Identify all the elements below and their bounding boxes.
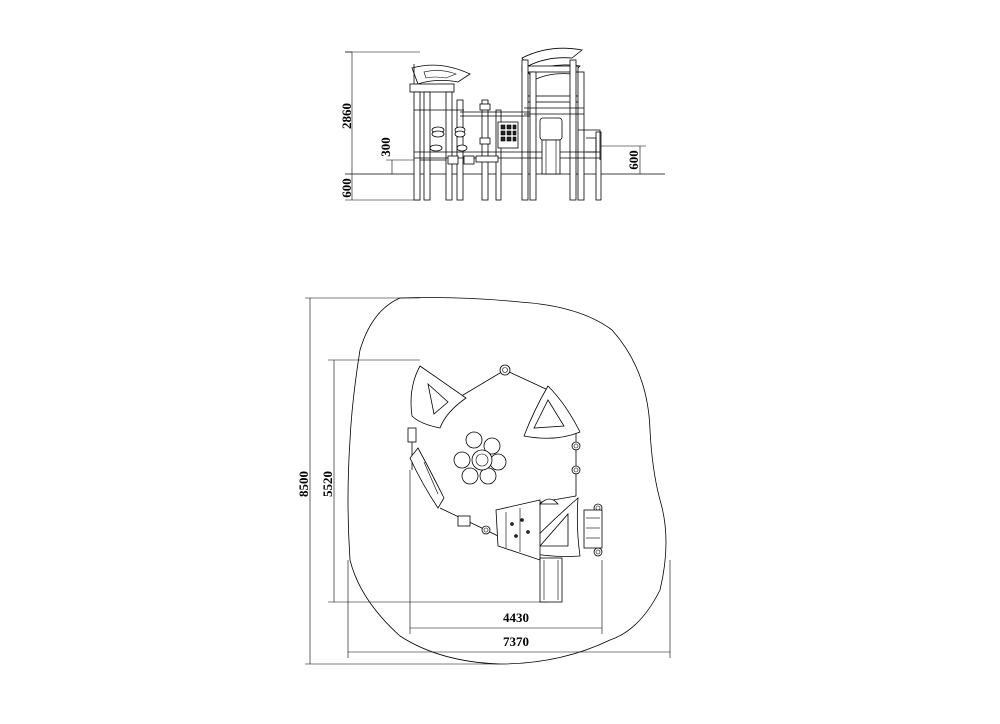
- deck-details: [420, 155, 475, 165]
- climbing-panel: [497, 121, 519, 149]
- center-post-detail: [475, 103, 499, 163]
- left-roof: [409, 64, 471, 93]
- plan-posts: [481, 364, 603, 557]
- dim-total-height: 2860: [339, 51, 420, 174]
- ring-climber: [429, 126, 468, 152]
- slide: [539, 117, 563, 175]
- right-railing: [578, 129, 601, 160]
- plan-deck: [457, 498, 559, 561]
- plan-left-bar: [407, 427, 445, 509]
- dim-right-platform-label: 600: [626, 150, 641, 170]
- beams: [414, 107, 600, 159]
- dim-equipment-width-label: 4430: [503, 610, 529, 625]
- dim-overall-width-label: 7370: [503, 634, 529, 649]
- dim-foundation-label: 600: [339, 178, 354, 198]
- dim-foundation: 600: [339, 174, 420, 201]
- plan-roof-top-right: [523, 385, 581, 439]
- plan-view: 8500 5520 4430 7370: [296, 297, 671, 665]
- plan-flower: [453, 431, 507, 485]
- dim-total-height-label: 2860: [339, 103, 354, 129]
- plan-ladder: [583, 509, 603, 549]
- plan-roof-top-left: [410, 365, 467, 429]
- dim-equipment-depth: 5520: [320, 359, 548, 603]
- dim-equipment-width: 4430: [409, 470, 603, 634]
- dim-right-platform: 600: [600, 145, 646, 174]
- dim-deck-height-label: 300: [378, 137, 393, 157]
- right-roof: [521, 47, 583, 103]
- dim-deck-height: 300: [378, 137, 420, 174]
- safety-zone: [347, 297, 667, 665]
- dim-overall-width: 7370: [347, 560, 671, 658]
- dim-overall-depth-label: 8500: [296, 471, 311, 497]
- elevation-view: 2860 300 600 600: [339, 47, 665, 201]
- dim-equipment-depth-label: 5520: [320, 471, 335, 497]
- plan-slide: [539, 557, 563, 603]
- dim-overall-depth: 8500: [296, 297, 500, 665]
